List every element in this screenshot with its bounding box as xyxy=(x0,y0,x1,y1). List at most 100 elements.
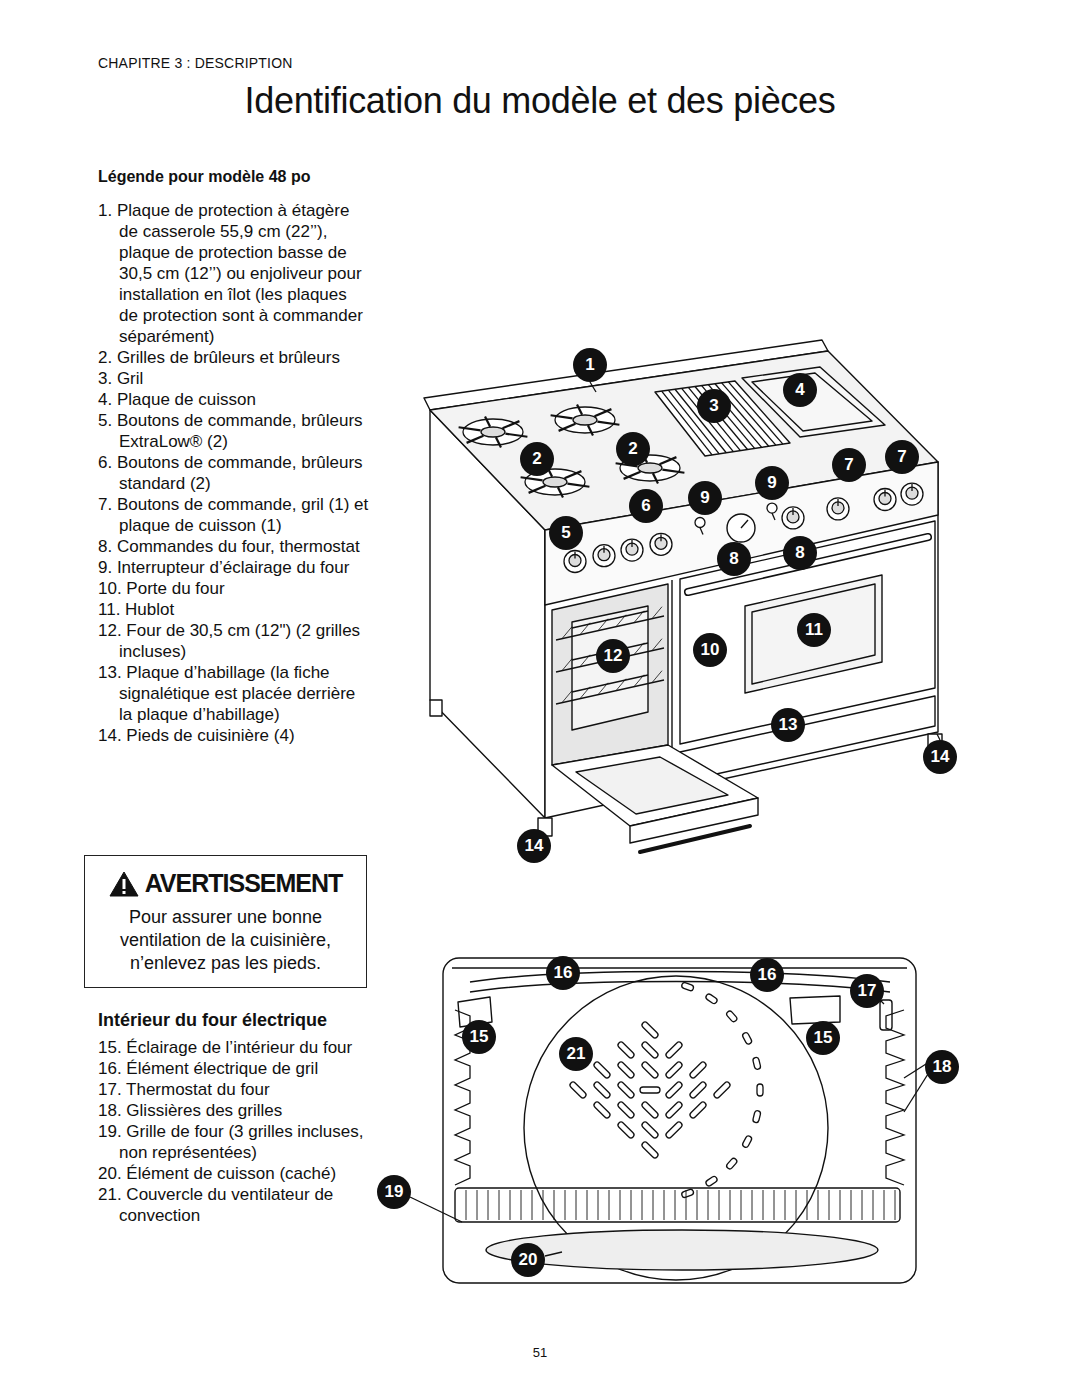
grill-rib xyxy=(695,387,748,450)
fan-slot xyxy=(681,982,694,992)
control-knob xyxy=(782,507,804,529)
fan-slot xyxy=(705,993,718,1005)
control-knob xyxy=(621,539,643,561)
fan-slot xyxy=(705,1175,718,1187)
page-footer: 51 xyxy=(0,1345,1080,1360)
rack-bar xyxy=(543,1190,544,1220)
callout-number: 1 xyxy=(573,348,607,382)
callout-number: 6 xyxy=(641,496,650,516)
legend-column: Légende pour modèle 48 po1. Plaque de pr… xyxy=(98,168,370,746)
light-switch xyxy=(772,513,775,520)
open-door-handle xyxy=(640,826,750,852)
burner xyxy=(577,404,582,414)
warning-triangle xyxy=(122,879,125,889)
small-oven-rack xyxy=(652,639,662,651)
legend-item: 20. Élément de cuisson (caché) xyxy=(98,1163,370,1184)
control-knob xyxy=(660,534,661,541)
legend-item: 14. Pieds de cuisinière (4) xyxy=(98,725,370,746)
fan-slot xyxy=(617,1061,635,1079)
legend-item: 8. Commandes du four, thermostat xyxy=(98,536,370,557)
fan-slot xyxy=(689,1081,707,1099)
callout-number: 15 xyxy=(462,1020,496,1054)
control-knob xyxy=(911,484,912,491)
control-knob xyxy=(650,533,672,555)
small-oven-rack xyxy=(634,611,644,623)
callout-number: 8 xyxy=(729,549,738,569)
legend-item: 17. Thermostat du four xyxy=(98,1079,370,1100)
light-switch xyxy=(695,518,705,528)
grill-rib xyxy=(728,382,783,444)
control-knob xyxy=(901,483,923,505)
callout-number: 17 xyxy=(858,981,877,1001)
legend-item: 10. Porte du four xyxy=(98,578,370,599)
small-oven-rack xyxy=(556,607,664,640)
burner xyxy=(529,486,546,493)
rack-bar xyxy=(818,1190,819,1220)
rack-bar xyxy=(697,1190,698,1220)
fan-slot xyxy=(641,1121,659,1139)
burner xyxy=(638,463,662,473)
legend-item: 6. Boutons de commande, brûleurs standar… xyxy=(98,452,370,494)
control-knob xyxy=(884,490,885,497)
rack-bar xyxy=(532,1190,533,1220)
control-knob xyxy=(827,498,849,520)
control-knob xyxy=(874,489,896,511)
small-oven-back xyxy=(572,606,648,730)
oven-frame xyxy=(443,958,916,1283)
griddle-inner xyxy=(752,373,872,431)
control-knob xyxy=(593,545,615,567)
fan-slot xyxy=(757,1084,763,1096)
small-oven-rack xyxy=(652,607,662,619)
callout-number: 11 xyxy=(805,620,823,640)
fan-slot xyxy=(665,1101,683,1119)
callout-number: 2 xyxy=(520,442,554,476)
fan-slot xyxy=(569,1081,587,1099)
burner xyxy=(559,424,576,431)
callout-number: 8 xyxy=(717,542,751,576)
rack-bar xyxy=(488,1190,489,1220)
callout-number: 15 xyxy=(814,1028,833,1048)
fan-slot xyxy=(726,1010,738,1023)
small-oven-rack xyxy=(580,687,590,699)
legend-heading: Légende pour modèle 48 po xyxy=(98,168,370,186)
callout-number: 14 xyxy=(517,829,551,863)
rack-bar xyxy=(785,1190,786,1220)
rack-bar xyxy=(565,1190,566,1220)
small-oven-rack xyxy=(572,675,648,692)
fan-slot xyxy=(641,1141,659,1159)
control-knob xyxy=(603,546,604,553)
callout-number: 19 xyxy=(377,1175,411,1209)
oven-window-inner xyxy=(752,584,875,684)
callout-number: 2 xyxy=(628,439,637,459)
rack-bar xyxy=(466,1190,467,1220)
small-oven-rack xyxy=(634,643,644,655)
fan-slot xyxy=(593,1081,611,1099)
rack-bar xyxy=(499,1190,500,1220)
rack-bar xyxy=(763,1190,764,1220)
small-oven-rack xyxy=(562,659,572,671)
burner xyxy=(485,416,490,426)
callout-number: 5 xyxy=(561,523,570,543)
page-title: Identification du modèle et des pièces xyxy=(0,80,1080,122)
warning-box: AVERTISSEMENTPour assurer une bonne vent… xyxy=(84,855,367,988)
burner xyxy=(653,473,658,483)
fan-slot xyxy=(665,1061,683,1079)
rack-bar xyxy=(708,1190,709,1220)
small-oven-rack xyxy=(562,627,572,639)
fan-slot xyxy=(617,1121,635,1139)
burner xyxy=(459,427,481,430)
control-knob xyxy=(837,499,838,506)
callout-number: 17 xyxy=(850,974,884,1008)
broil-element xyxy=(470,982,890,993)
leader-lines xyxy=(904,1064,926,1078)
legend-item: 15. Éclairage de l’intérieur du four xyxy=(98,1037,370,1058)
control-knob xyxy=(574,552,575,559)
fan-slot xyxy=(689,1101,707,1119)
rack-bar xyxy=(576,1190,577,1220)
open-door-window xyxy=(576,757,728,814)
rack-bar xyxy=(840,1190,841,1220)
light-switch xyxy=(700,528,703,535)
fan-slot xyxy=(752,1110,761,1123)
callout-number: 7 xyxy=(897,447,906,467)
callout-number: 8 xyxy=(795,543,804,563)
